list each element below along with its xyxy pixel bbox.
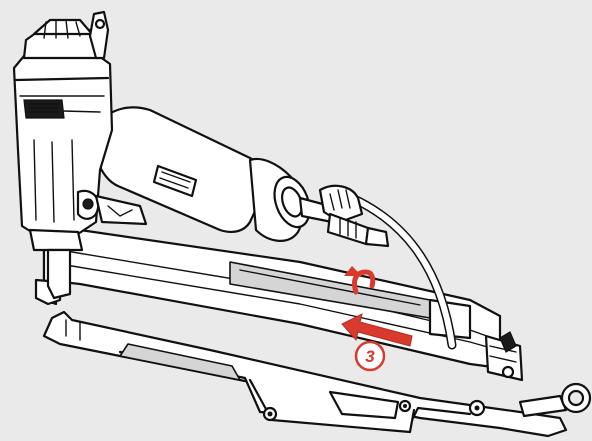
air-hose	[347, 193, 457, 350]
pivot-ring	[518, 382, 592, 418]
tool-head	[12, 10, 148, 300]
air-fitting	[248, 157, 390, 248]
base-frame	[42, 310, 568, 438]
curved-arrow-icon	[351, 269, 376, 295]
slide-arrow-icon	[341, 313, 413, 347]
step-arrows	[341, 266, 413, 347]
magazine	[34, 228, 524, 382]
step-badge: 3	[354, 340, 386, 372]
step-number: 3	[365, 347, 375, 366]
curved-arrowhead-icon	[344, 266, 362, 276]
